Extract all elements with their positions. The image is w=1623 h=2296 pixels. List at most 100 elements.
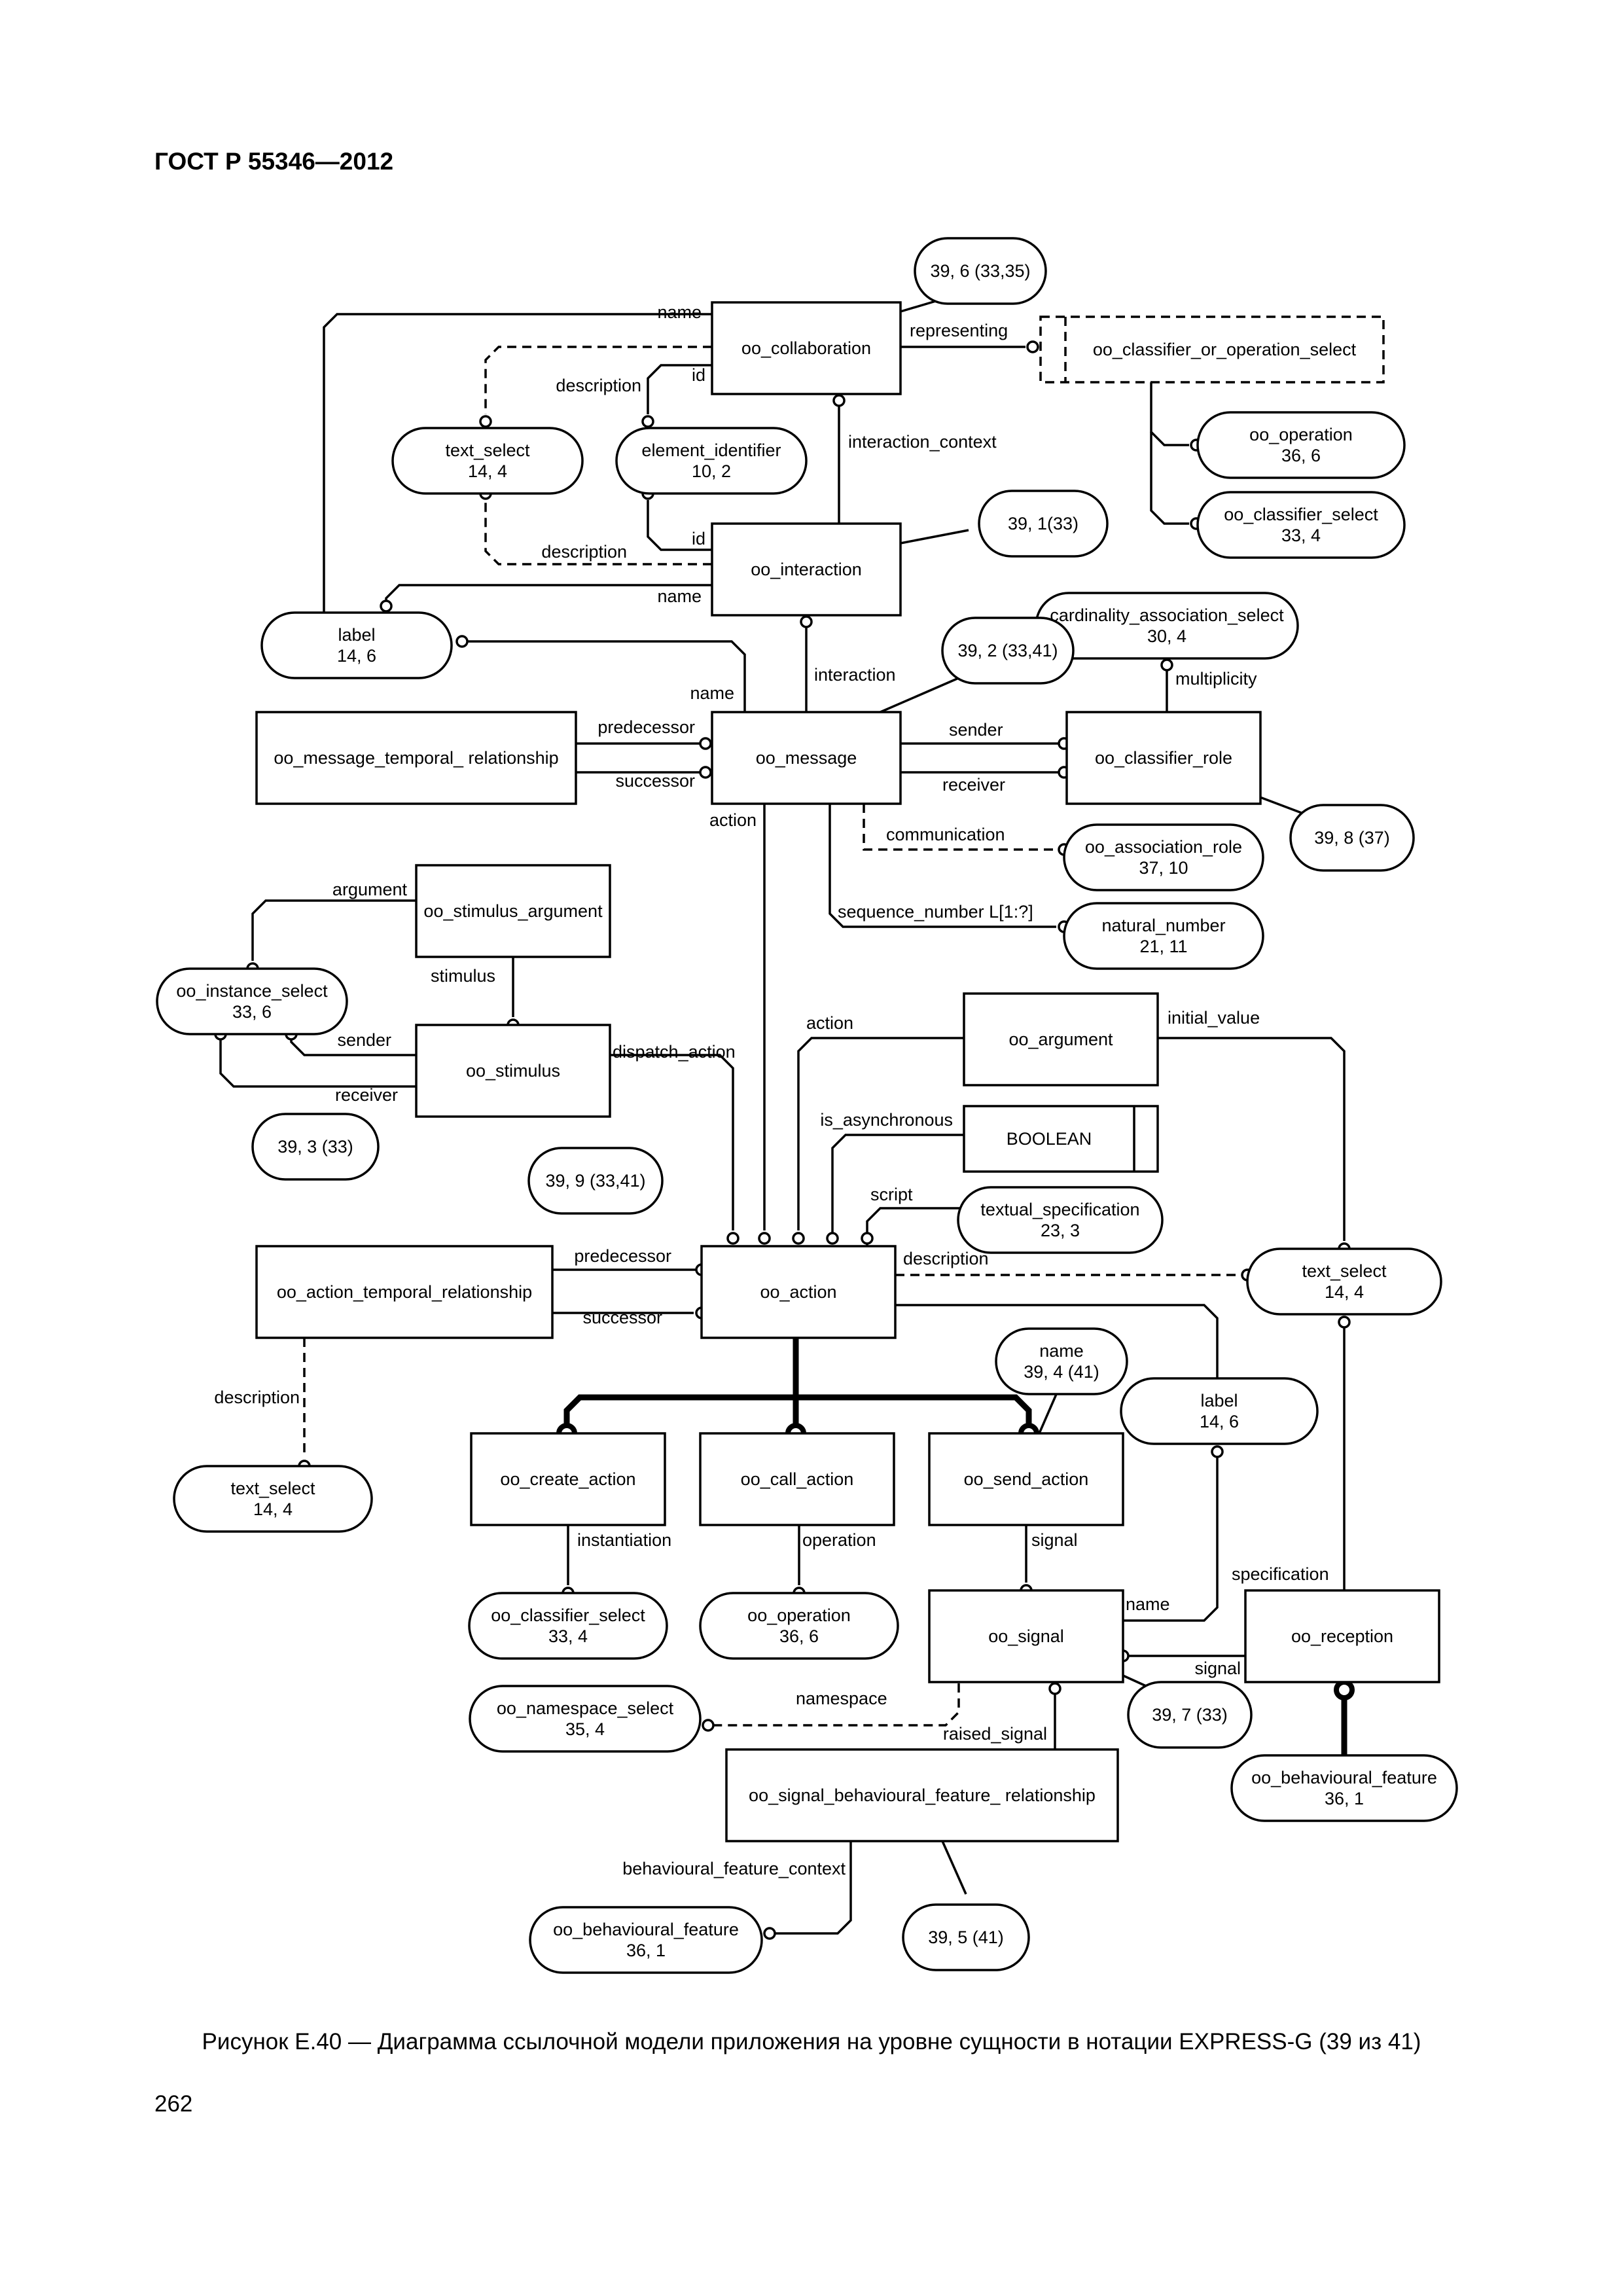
- open-circle-marker: [726, 1232, 740, 1245]
- role-label-behavioural-feature-context: behavioural_feature_context: [622, 1859, 846, 1878]
- reference-textual-specification-text: 23, 3: [1041, 1221, 1080, 1240]
- relationship-line: [1150, 432, 1189, 525]
- reference-oo-namespace-select-text: 35, 4: [565, 1719, 605, 1739]
- relationship-line: [484, 346, 712, 414]
- reference-oo-association-role-text: oo_association_role: [1085, 837, 1242, 857]
- entity-oo-message-text: oo_message: [756, 748, 857, 768]
- relationship-line: [219, 1034, 416, 1088]
- relationship-line: [895, 1304, 1219, 1378]
- role-label-act-successor: successor: [582, 1308, 662, 1327]
- page-ref-p-39-2-text: 39, 2 (33,41): [957, 641, 1058, 660]
- role-label-inter-description: description: [541, 542, 627, 562]
- entity-oo-classifier-role-text: oo_classifier_role: [1095, 748, 1232, 768]
- role-label-atr-description: description: [214, 1388, 300, 1407]
- open-circle-marker: [861, 1232, 874, 1245]
- role-label-script: script: [870, 1185, 913, 1204]
- entity-box-oo-stimulus: [415, 1024, 611, 1118]
- page-ref-p-39-8-text: 39, 8 (37): [1314, 828, 1390, 848]
- role-label-arg-action: action: [806, 1013, 853, 1033]
- reference-box-oo-instance-select: [156, 967, 348, 1035]
- open-circle-marker: [832, 394, 846, 407]
- entity-box-oo-action-temporal-relationship: [255, 1245, 554, 1339]
- reference-box-text-select-top: [391, 427, 584, 495]
- entity-oo-send-action-text: oo_send_action: [964, 1469, 1089, 1489]
- reference-oo-instance-select-text: oo_instance_select: [176, 981, 328, 1001]
- relationship-line: [647, 500, 712, 551]
- open-circle-marker: [699, 766, 712, 779]
- relationship-line: [484, 500, 712, 565]
- role-label-raised-signal: raised_signal: [943, 1724, 1047, 1744]
- role-label-specification: specification: [1232, 1564, 1329, 1584]
- relationship-line: [831, 1134, 964, 1238]
- page-ref-p-39-6-text: 39, 6 (33,35): [930, 261, 1030, 281]
- entity-box-oo-signal: [928, 1589, 1124, 1683]
- reference-oo-behavioural-feature-bottom-text: oo_behavioural_feature: [553, 1920, 739, 1939]
- relationship-line: [863, 804, 1056, 851]
- relationship-line: [770, 1841, 852, 1935]
- reference-box-label-right: [1120, 1377, 1319, 1445]
- relationship-line: [829, 804, 1056, 928]
- open-circle-marker: [1211, 1445, 1224, 1458]
- boolean-type-text: BOOLEAN: [1007, 1129, 1092, 1149]
- reference-box-label-top: [260, 611, 453, 679]
- entity-oo-action-text: oo_action: [760, 1282, 836, 1302]
- reference-oo-behavioural-feature-right-text: oo_behavioural_feature: [1251, 1768, 1437, 1787]
- reference-box-oo-operation-top: [1196, 411, 1406, 479]
- page-ref-p-39-1-text: 39, 1(33): [1008, 514, 1079, 533]
- reference-box-oo-association-role: [1063, 823, 1264, 891]
- open-circle-marker: [758, 1232, 771, 1245]
- entity-oo-action-temporal-relationship-text: oo_action_temporal_relationship: [277, 1282, 532, 1302]
- entity-box-oo-classifier-role: [1065, 711, 1262, 805]
- entity-box-oo-collaboration: [711, 301, 902, 395]
- figure-caption: Рисунок Е.40 — Диаграмма ссылочной модел…: [202, 2029, 1421, 2054]
- entity-box-oo-message: [711, 711, 902, 805]
- relationship-line: [900, 300, 936, 313]
- reference-cardinality-association-select-text: cardinality_association_select: [1050, 605, 1284, 625]
- role-label-act-description: description: [903, 1249, 989, 1268]
- reference-box-element-identifier: [615, 427, 808, 495]
- reference-oo-classifier-select-top-text: 33, 4: [1281, 526, 1321, 545]
- relationship-line: [880, 674, 965, 713]
- reference-box-oo-classifier-select-top: [1196, 491, 1406, 559]
- entity-oo-signal-behavioural-feature-relationship-text: oo_signal_behavioural_feature_ relations…: [749, 1785, 1096, 1805]
- reference-box-natural-number: [1063, 902, 1264, 970]
- reference-oo-association-role-text: 37, 10: [1139, 858, 1188, 878]
- reference-box-textual-specification: [957, 1186, 1164, 1254]
- role-label-msg-action: action: [709, 810, 757, 830]
- role-label-collab-representing: representing: [910, 321, 1008, 340]
- reference-box-name-ref: [995, 1327, 1128, 1395]
- open-circle-marker: [1026, 340, 1039, 353]
- role-label-multiplicity: multiplicity: [1175, 669, 1257, 689]
- reference-text-select-top-text: 14, 4: [468, 461, 507, 481]
- reference-cardinality-association-select-text: 30, 4: [1147, 626, 1186, 646]
- reference-oo-classifier-select-top-text: oo_classifier_select: [1224, 505, 1378, 524]
- reference-box-cardinality-association-select: [1035, 592, 1299, 660]
- reference-text-select-top-text: text_select: [445, 440, 530, 460]
- entity-box-oo-call-action: [699, 1432, 895, 1526]
- reference-box-text-select-right: [1246, 1247, 1442, 1316]
- relationship-line: [866, 1207, 964, 1246]
- boolean-box: [963, 1105, 1159, 1173]
- role-label-sequence-number: sequence_number L[1:?]: [838, 902, 1033, 922]
- open-circle-marker: [479, 415, 492, 428]
- reference-oo-behavioural-feature-bottom-text: 36, 1: [626, 1941, 666, 1960]
- entity-box-oo-signal-behavioural-feature-relationship: [725, 1748, 1119, 1842]
- entity-oo-argument-text: oo_argument: [1008, 1030, 1113, 1049]
- select-oo-classifier-or-operation-select-text: oo_classifier_or_operation_select: [1093, 340, 1357, 359]
- reference-label-top-text: label: [338, 625, 375, 645]
- role-label-collab-name: name: [657, 302, 702, 322]
- page-number: 262: [154, 2091, 193, 2117]
- entity-box-oo-action: [700, 1245, 897, 1339]
- entity-box-oo-stimulus-argument: [415, 864, 611, 958]
- relationship-line: [251, 899, 416, 961]
- entity-oo-call-action-text: oo_call_action: [741, 1469, 854, 1489]
- page-ref-p-39-7-text: 39, 7 (33): [1152, 1705, 1228, 1725]
- reference-text-select-left-text: text_select: [230, 1479, 315, 1498]
- relationship-line: [647, 364, 712, 414]
- role-label-instantiation: instantiation: [577, 1530, 671, 1550]
- entity-oo-stimulus-text: oo_stimulus: [466, 1061, 560, 1081]
- entity-box-oo-interaction: [711, 522, 902, 617]
- reference-oo-namespace-select-text: oo_namespace_select: [497, 1698, 674, 1718]
- role-label-inter-id: id: [692, 529, 705, 548]
- reference-text-select-right-text: 14, 4: [1325, 1282, 1364, 1302]
